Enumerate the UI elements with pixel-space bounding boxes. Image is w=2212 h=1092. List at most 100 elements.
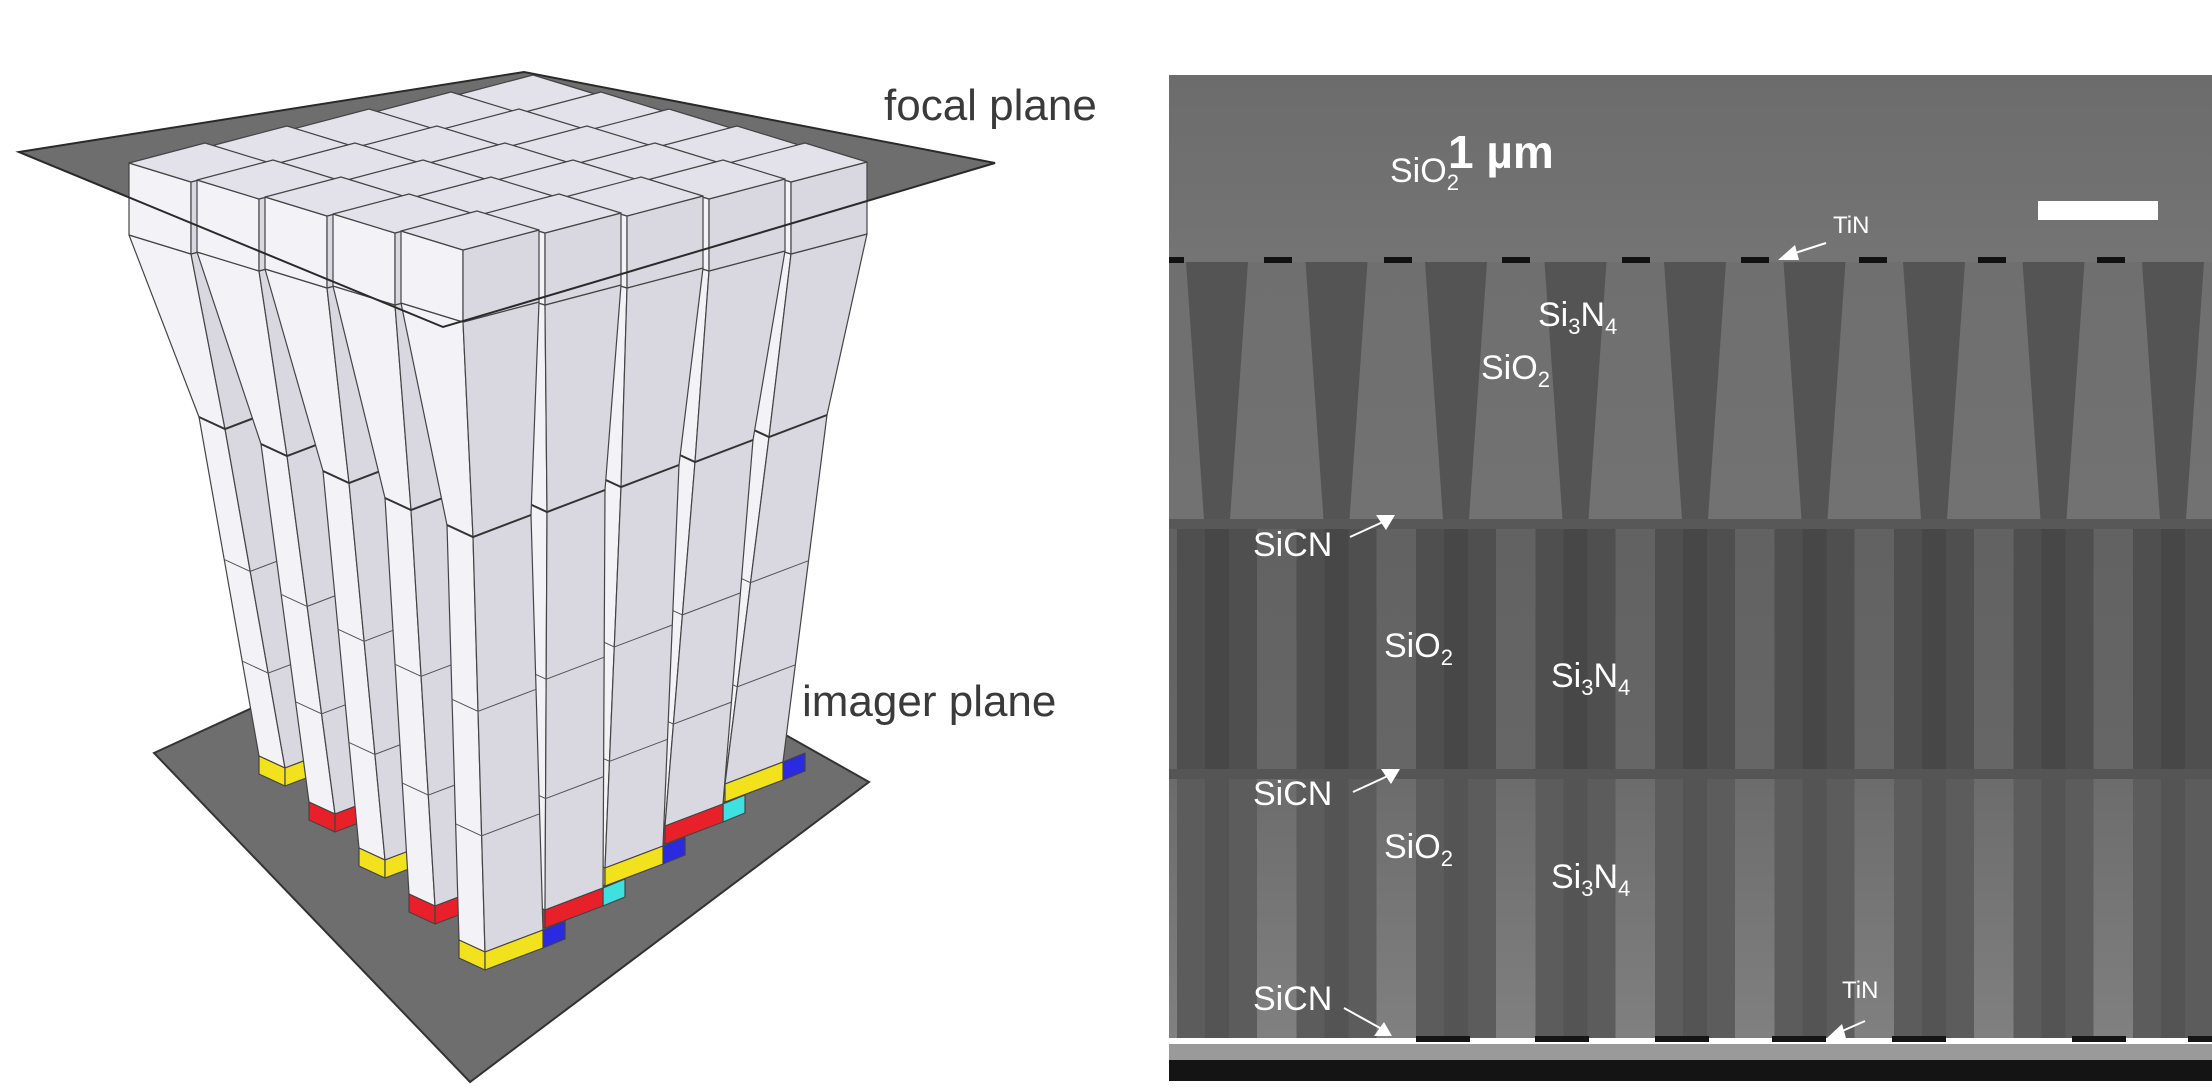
sem-taper-column: [1544, 262, 1607, 519]
arrow-sicn-1: [1349, 515, 1395, 538]
label-text: SiO: [1384, 627, 1441, 665]
tin-pad-bottom: [1535, 1036, 1589, 1042]
label-text: N: [1580, 296, 1605, 334]
sem-mid-core: [2161, 529, 2185, 769]
label-subscript: 2: [1441, 645, 1453, 670]
substrate-band: [1169, 1044, 2212, 1060]
sem-mid-core: [2041, 529, 2066, 769]
label-text: SiO: [1481, 349, 1538, 387]
sem-low-core: [1563, 779, 1588, 1038]
tin-pad-bottom: [1772, 1036, 1826, 1042]
sem-taper-column: [1903, 262, 1965, 519]
sem-low-core: [1922, 779, 1946, 1038]
sem-low-core: [1683, 779, 1707, 1038]
tin-pad-top: [1384, 257, 1412, 263]
pixel-filter-right: [544, 887, 604, 929]
label-text: Si: [1551, 657, 1581, 695]
label-subscript: 2: [1538, 367, 1550, 392]
label-subscript: 3: [1581, 675, 1593, 700]
label-text: SiO: [1390, 152, 1447, 190]
label-sio2-low: SiO2: [1384, 828, 1453, 871]
focal-plane-outline: [15, 70, 996, 329]
sem-taper-column: [1664, 262, 1726, 519]
sem-mid-core: [1444, 529, 1468, 769]
sem-low-core: [1086, 779, 1110, 1038]
label-text: Si: [1551, 858, 1581, 896]
pillar-array-diagram: focal plane imager plane: [15, 70, 1097, 1084]
sem-low-core: [1444, 779, 1468, 1038]
tin-pad-top: [1264, 257, 1292, 263]
sem-mid-column: [1058, 529, 1138, 769]
pixel-filter-right: [604, 845, 664, 887]
tin-pad-bottom: [1892, 1036, 1946, 1042]
sem-taper-column: [1186, 262, 1248, 519]
label-sicn-3: SiCN: [1253, 980, 1332, 1018]
sem-taper-column: [2022, 262, 2085, 519]
sem-mid-core: [1086, 529, 1110, 769]
label-subscript: 4: [1618, 876, 1630, 901]
sem-cross-section: 1 µm SiO2 TiN Si3N4 SiO2 SiCN SiO2 Si3N4…: [1058, 75, 2212, 1081]
label-text: TiN: [1833, 212, 1869, 239]
sem-low-core: [1205, 779, 1229, 1038]
label-text: SiCN: [1253, 980, 1332, 1018]
pillar-segment-joint: [455, 813, 540, 837]
label-si3n4-low: Si3N4: [1551, 858, 1630, 901]
tin-pad-bottom: [2072, 1036, 2126, 1042]
sem-taper-column: [1067, 262, 1129, 519]
label-text: SiCN: [1253, 526, 1332, 564]
focal-plane-label: focal plane: [884, 81, 1097, 130]
label-subscript: 2: [1441, 846, 1453, 871]
sem-low-core: [2041, 779, 2066, 1038]
arrow-sicn-2: [1352, 769, 1400, 793]
label-subscript: 4: [1605, 314, 1617, 339]
label-text: N: [1593, 858, 1618, 896]
tin-pad-top: [1502, 257, 1530, 263]
arrow-tin-bottom: [1827, 1020, 1866, 1038]
pixel-filter-right: [664, 803, 724, 845]
label-sicn-1: SiCN: [1253, 526, 1332, 564]
tin-pad-bottom: [1655, 1036, 1709, 1042]
label-si3n4-upper: Si3N4: [1538, 296, 1617, 339]
label-text: N: [1593, 657, 1618, 695]
label-sio2-top: SiO2: [1390, 152, 1459, 195]
sem-mid-core: [1324, 529, 1349, 769]
label-text: SiO: [1384, 828, 1441, 866]
arrow-sicn-3: [1343, 1007, 1392, 1036]
label-text: Si: [1538, 296, 1568, 334]
label-tin-bottom: TiN: [1842, 977, 1878, 1004]
sem-taper-column: [1783, 262, 1846, 519]
tin-pad-top: [1741, 257, 1769, 263]
sem-mid-core: [1205, 529, 1229, 769]
pillar-collar: [446, 514, 532, 539]
sem-waveguides: [1058, 257, 2212, 1042]
sicn-layer-2: [1169, 769, 2212, 779]
tin-pad-top: [2097, 257, 2125, 263]
label-tin-top: TiN: [1833, 212, 1869, 239]
label-text: SiCN: [1253, 775, 1332, 813]
label-subscript: 4: [1618, 675, 1630, 700]
sem-low-core: [1324, 779, 1349, 1038]
sem-mid-core: [1802, 529, 1827, 769]
sem-low-column: [1058, 779, 1138, 1038]
label-sio2-upper: SiO2: [1481, 349, 1550, 392]
tin-pad-top: [1622, 257, 1650, 263]
tin-pad-top: [1859, 257, 1887, 263]
sem-low-core: [1802, 779, 1827, 1038]
sem-low-core: [2161, 779, 2185, 1038]
imager-plane-label: imager plane: [802, 677, 1056, 726]
sem-taper-column: [1305, 262, 1368, 519]
pixel-filter-right: [484, 929, 544, 971]
label-subscript: 3: [1581, 876, 1593, 901]
scale-bar-label: 1 µm: [1448, 126, 1554, 178]
label-subscript: 2: [1447, 170, 1459, 195]
sicn-layer-1: [1169, 519, 2212, 529]
pillar-top-face: [400, 210, 540, 251]
label-sicn-2: SiCN: [1253, 775, 1332, 813]
tin-pad-bottom: [1416, 1036, 1470, 1042]
tin-pad-top: [1978, 257, 2006, 263]
arrow-tin-top: [1778, 242, 1827, 260]
sem-taper-column: [1425, 262, 1487, 519]
label-subscript: 3: [1568, 314, 1580, 339]
tin-pad-bottom: [2188, 1036, 2212, 1042]
